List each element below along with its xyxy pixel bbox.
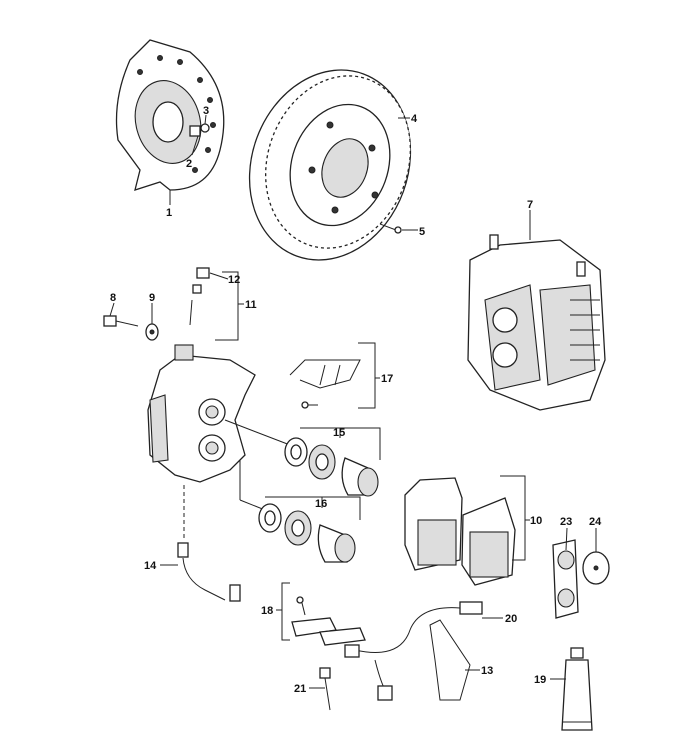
- callout-12: 12: [228, 274, 240, 286]
- callout-9: 9: [149, 292, 155, 304]
- caliper-assembly-part: [467, 234, 606, 411]
- callout-3: 3: [203, 105, 209, 117]
- brake-disc-part: [248, 69, 412, 261]
- callout-19: 19: [534, 674, 546, 686]
- callout-24: 24: [589, 516, 602, 528]
- brake-pads-part: [404, 477, 516, 586]
- callout-17: 17: [381, 373, 393, 385]
- leader-lines: [109, 114, 597, 689]
- callout-14: 14: [144, 560, 157, 572]
- piston-seals-15: [224, 419, 379, 497]
- pad-retainer-part: [291, 596, 366, 646]
- wear-sensor-part: [344, 601, 483, 701]
- callout-13: 13: [481, 665, 493, 677]
- callout-7: 7: [527, 199, 533, 211]
- callout-5: 5: [419, 226, 425, 238]
- callout-10: 10: [530, 515, 542, 527]
- callout-2: 2: [186, 158, 192, 170]
- bolt-washer-8-9: [103, 315, 159, 341]
- callout-20: 20: [505, 613, 517, 625]
- callout-23: 23: [560, 516, 572, 528]
- callout-11: 11: [245, 299, 257, 311]
- callout-8: 8: [110, 292, 116, 304]
- clip-part: [429, 619, 471, 701]
- sensor-clip-part: [319, 667, 331, 711]
- grease-tube-part: [561, 647, 593, 731]
- piston-seals-16: [239, 460, 356, 563]
- callout-16: 16: [315, 498, 327, 510]
- dust-shield-part: [115, 39, 225, 191]
- bolt-washer-parts: [189, 123, 210, 137]
- brake-hose-part: [177, 542, 241, 602]
- callout-21: 21: [294, 683, 306, 695]
- bleed-valve-part: [189, 267, 210, 326]
- shim-parts: [552, 539, 610, 619]
- callout-18: 18: [261, 605, 273, 617]
- spreader-spring-part: [289, 359, 361, 409]
- callout-4: 4: [411, 113, 418, 125]
- brake-caliper-part: [147, 344, 256, 540]
- callout-15: 15: [333, 427, 345, 439]
- callout-1: 1: [166, 207, 172, 219]
